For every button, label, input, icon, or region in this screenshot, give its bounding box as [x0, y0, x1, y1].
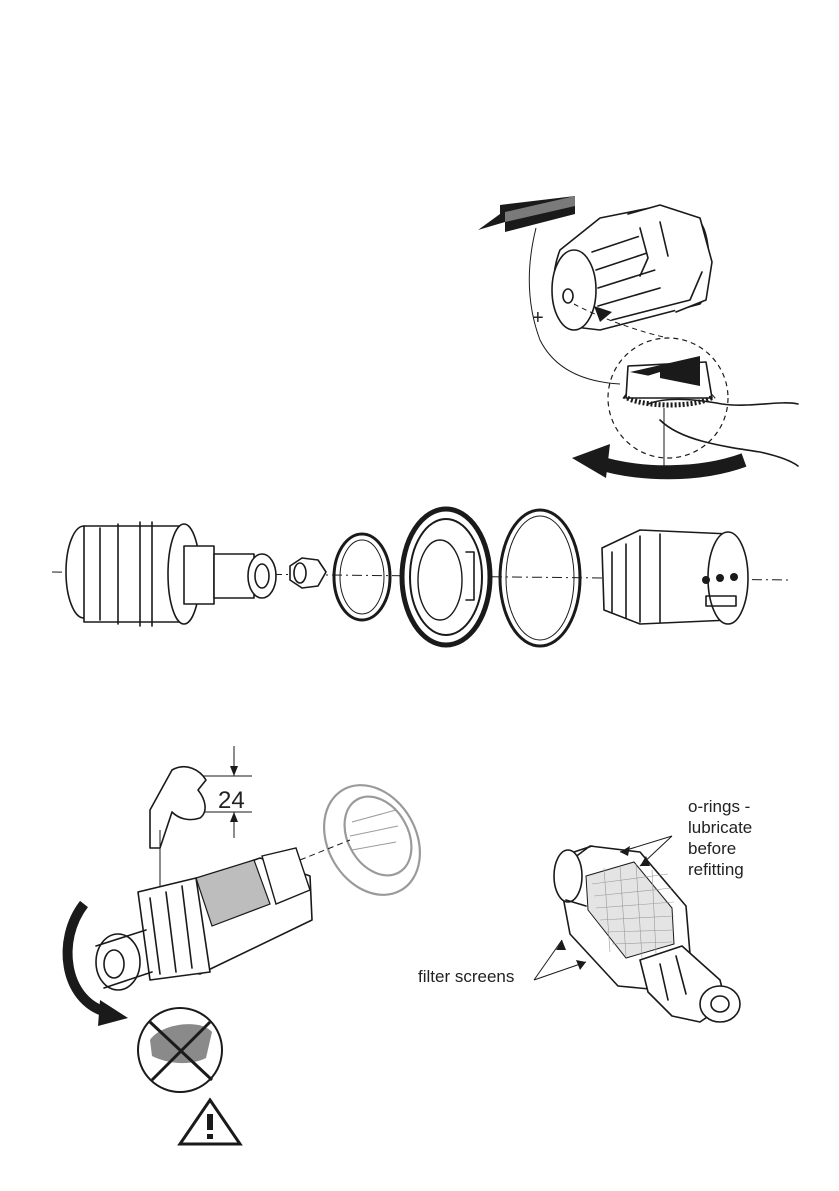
oring-note-line-1: o-rings - — [688, 797, 750, 816]
filter-screens-label: filter screens — [418, 967, 514, 986]
no-hand-tighten-icon — [138, 1008, 222, 1092]
exploded-view — [52, 509, 790, 646]
temperature-knob — [624, 356, 714, 405]
pull-arrow-icon — [478, 196, 575, 232]
retaining-ring — [402, 509, 490, 645]
cartridge-assembly — [96, 848, 312, 990]
oring-note-line-2: lubricate — [688, 818, 752, 837]
oring-note-line-3: before — [688, 839, 736, 858]
plus-sign: + — [532, 307, 544, 329]
rotate-arrow-icon — [572, 444, 744, 478]
filter-detail-figure: o-rings - lubricate before refitting fil… — [418, 797, 752, 1022]
spanner-icon — [150, 767, 206, 848]
small-adaptor-nut — [290, 558, 326, 588]
cartridge-nut-ghost — [305, 768, 439, 912]
large-o-ring — [500, 510, 580, 646]
hand-finger — [648, 399, 798, 405]
warning-triangle-icon — [180, 1100, 240, 1144]
oring-note-line-4: refitting — [688, 860, 744, 879]
spanner-size-label: 24 — [218, 787, 245, 814]
top-cartridge-figure: + — [478, 196, 798, 478]
spanner-dimension: 24 — [200, 746, 252, 838]
thermostatic-cartridge — [552, 205, 712, 330]
cartridge-housing — [66, 522, 276, 626]
small-o-ring — [334, 534, 390, 620]
spanner-removal-figure: 24 — [68, 746, 440, 1144]
thermostatic-insert — [602, 530, 748, 624]
